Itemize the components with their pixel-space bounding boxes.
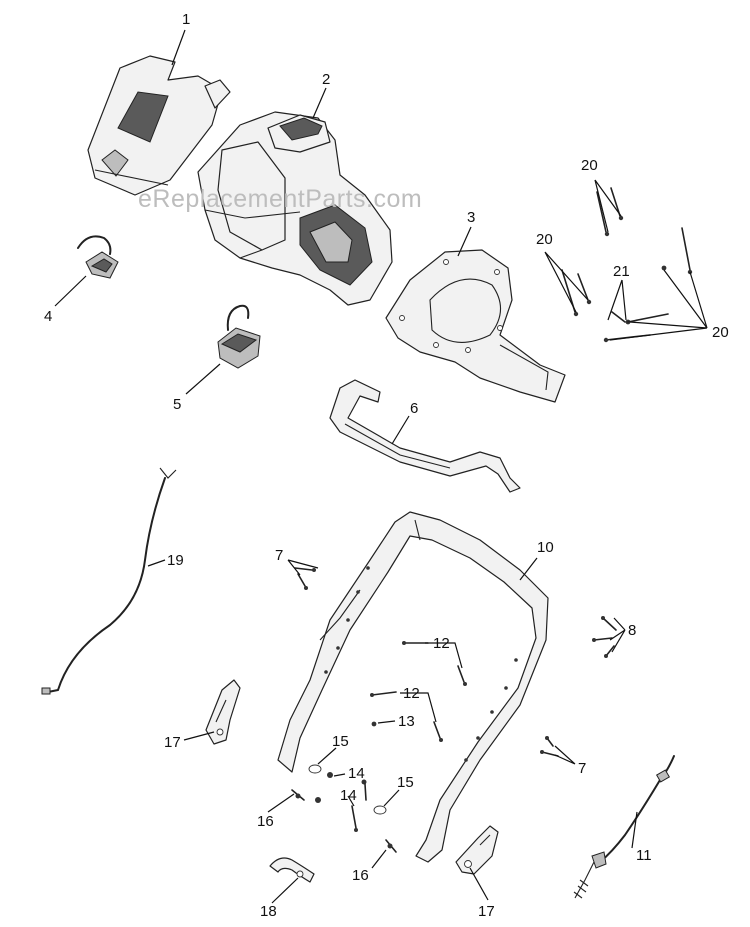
part-5-module	[217, 304, 261, 369]
callout-17-right: 17	[478, 903, 495, 920]
callout-10: 10	[537, 539, 554, 556]
hardware-fasteners	[291, 567, 617, 853]
callout-15-upper: 15	[332, 733, 349, 750]
callout-17-left: 17	[164, 734, 181, 751]
callout-labels: 1 2 3 4 5 6 7 7 8 10 11 12 12 13 14 14 1…	[44, 11, 729, 920]
callout-6: 6	[410, 400, 418, 417]
part-1-top-cover	[87, 55, 231, 196]
callout-16-right: 16	[352, 867, 369, 884]
callout-11: 11	[636, 847, 652, 864]
callout-12-lower: 12	[403, 685, 420, 702]
part-19-cable	[41, 467, 177, 695]
callout-19: 19	[167, 552, 184, 569]
callout-16-left: 16	[257, 813, 274, 830]
callout-5: 5	[173, 396, 181, 413]
callout-14-upper: 14	[348, 765, 365, 782]
callout-20-top: 20	[581, 157, 598, 174]
part-17-lever-right	[455, 825, 499, 875]
callout-20-mid: 20	[536, 231, 553, 248]
callout-3: 3	[467, 209, 475, 226]
part-3-housing-plate	[385, 249, 566, 403]
part-18-clip	[269, 857, 315, 883]
callout-20-right: 20	[712, 324, 729, 341]
callout-12-upper: 12	[433, 635, 450, 652]
leader-lines	[54, 29, 708, 904]
callout-8: 8	[628, 622, 636, 639]
callout-15-lower: 15	[397, 774, 414, 791]
callout-7-lower: 7	[578, 760, 586, 777]
part-2-shroud	[197, 111, 393, 306]
callout-4: 4	[44, 308, 52, 325]
part-6-bracket	[329, 379, 521, 493]
callout-2: 2	[322, 71, 330, 88]
callout-1: 1	[182, 11, 190, 28]
callout-18: 18	[260, 903, 277, 920]
part-11-cable	[573, 755, 675, 899]
part-17-lever-left	[205, 679, 241, 745]
part-4-sensor	[77, 235, 119, 279]
callout-21: 21	[613, 263, 630, 280]
part-10-handle	[277, 511, 549, 863]
watermark-text: eReplacementParts.com	[138, 185, 422, 213]
callout-14-lower: 14	[340, 787, 357, 804]
callout-13: 13	[398, 713, 415, 730]
callout-7-upper: 7	[275, 547, 283, 564]
